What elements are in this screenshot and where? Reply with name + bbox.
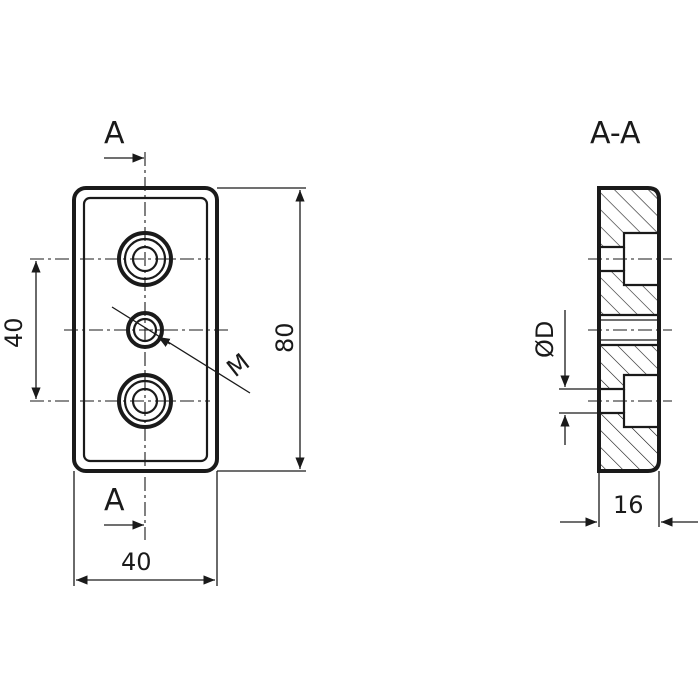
lower-counterbore-hole [117,373,173,429]
diameter-label: ØD [531,321,559,358]
upper-counterbore-hole [117,231,173,287]
front-view: M A A 40 80 40 [0,116,306,586]
section-hatch-top [599,188,659,247]
threaded-hole [126,311,164,349]
section-view: A-A ØD 16 [531,116,698,527]
dim-height: 80 [271,322,299,353]
lower-counterbore-profile [599,373,659,429]
thread-leader-line [111,306,251,394]
section-hatch-bottom [599,413,659,471]
section-mark-top: A [104,116,125,151]
section-hatch-upper-mid [599,271,659,315]
section-outline [597,186,661,473]
upper-counterbore-profile [599,231,659,287]
thread-leader-arrow [157,336,171,347]
dim-width: 40 [121,548,152,576]
dim-hole-spacing: 40 [0,317,28,348]
section-mark-bottom: A [104,483,125,518]
dim-thickness: 16 [613,491,644,519]
section-hatch-lower-mid [599,345,659,389]
section-title: A-A [590,116,641,151]
thread-label: M [221,348,255,383]
